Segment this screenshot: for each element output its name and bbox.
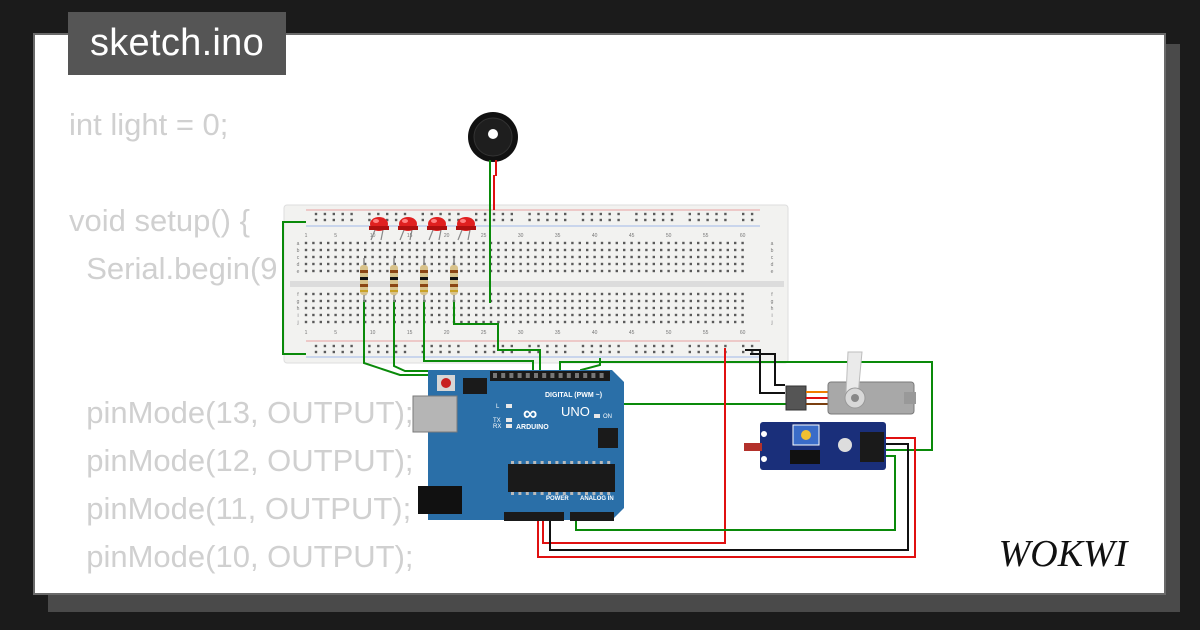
- led-tx-label: TX: [493, 418, 501, 424]
- wires: [282, 175, 933, 558]
- red-led[interactable]: [456, 217, 476, 241]
- row-letter: a: [297, 241, 300, 247]
- row-letter: g: [771, 299, 774, 305]
- column-number: 60: [740, 233, 746, 239]
- row-letter: i: [297, 313, 298, 319]
- buzzer[interactable]: [468, 112, 518, 176]
- board-brand-label: ARDUINO: [516, 424, 549, 431]
- column-number: 15: [407, 233, 413, 239]
- row-letter: b: [771, 248, 774, 254]
- led-l-label: L: [496, 404, 500, 410]
- chip-pins: [511, 461, 611, 495]
- breadboard-column-numbers: 1155101015152020252530303535404045455050…: [305, 233, 746, 336]
- column-number: 35: [555, 330, 561, 336]
- infinity-logo-icon: ∞: [523, 403, 537, 425]
- column-number: 20: [444, 233, 450, 239]
- resistor[interactable]: [450, 258, 458, 302]
- column-number: 15: [407, 330, 413, 336]
- code-line: pinMode(11, OUTPUT);: [69, 491, 412, 526]
- digital-header-label: DIGITAL (PWM ~): [545, 392, 602, 399]
- arduino-uno-board[interactable]: DIGITAL (PWM ~) ∞ UNO ARDUINO L TX RX ON…: [412, 370, 624, 521]
- breadboard[interactable]: 1155101015152020252530303535404045455050…: [283, 204, 789, 364]
- column-number: 1: [305, 330, 308, 336]
- column-number: 40: [592, 330, 598, 336]
- column-number: 30: [518, 233, 524, 239]
- resistor-array: [360, 258, 458, 302]
- row-letter: f: [297, 292, 299, 298]
- row-letter: i: [771, 313, 772, 319]
- code-line: pinMode(13, OUTPUT);: [69, 395, 414, 430]
- column-number: 25: [481, 233, 487, 239]
- red-led[interactable]: [427, 217, 447, 241]
- wokwi-logo: WOKWI: [999, 533, 1130, 575]
- row-letter: h: [771, 306, 774, 312]
- row-letter: c: [297, 255, 300, 261]
- column-number: 10: [370, 330, 376, 336]
- row-letter: e: [297, 269, 300, 275]
- analog-header-label: ANALOG IN: [580, 496, 614, 502]
- column-number: 25: [481, 330, 487, 336]
- code-line: Serial.begin(9: [69, 251, 278, 286]
- file-tab[interactable]: sketch.ino: [68, 12, 286, 75]
- column-number: 20: [444, 330, 450, 336]
- row-letter: j: [770, 320, 772, 326]
- column-number: 5: [334, 330, 337, 336]
- power-header-label: POWER: [546, 496, 569, 502]
- column-number: 5: [334, 233, 337, 239]
- column-number: 45: [629, 330, 635, 336]
- digital-header-pins: [493, 373, 604, 378]
- row-letter: e: [771, 269, 774, 275]
- row-letter: d: [297, 262, 300, 268]
- light-sensor-module[interactable]: [744, 422, 886, 470]
- led-on-label: ON: [603, 414, 612, 420]
- wokwi-logo-text: WOKWI: [999, 533, 1130, 575]
- column-number: 40: [592, 233, 598, 239]
- code-line: pinMode(12, OUTPUT);: [69, 443, 414, 478]
- board-model-label: UNO: [561, 404, 590, 419]
- led-rx-label: RX: [493, 424, 501, 430]
- row-letter: c: [771, 255, 774, 261]
- row-letter: f: [771, 292, 773, 298]
- resistor[interactable]: [360, 258, 368, 302]
- column-number: 1: [305, 233, 308, 239]
- breadboard-holes: [304, 212, 754, 354]
- column-number: 35: [555, 233, 561, 239]
- row-letter: h: [297, 306, 300, 312]
- row-letter: j: [296, 320, 298, 326]
- resistor[interactable]: [420, 258, 428, 302]
- code-line: void setup() {: [69, 203, 250, 238]
- column-number: 50: [666, 233, 672, 239]
- column-number: 30: [518, 330, 524, 336]
- led-array: [369, 217, 476, 241]
- red-led[interactable]: [369, 217, 389, 241]
- column-number: 60: [740, 330, 746, 336]
- row-letter: a: [771, 241, 774, 247]
- row-letter: b: [297, 248, 300, 254]
- column-number: 45: [629, 233, 635, 239]
- red-led[interactable]: [398, 217, 418, 241]
- code-line: pinMode(10, OUTPUT);: [69, 539, 414, 574]
- servo-motor[interactable]: [785, 351, 916, 415]
- code-line: int light = 0;: [69, 107, 229, 142]
- row-letter: d: [771, 262, 774, 268]
- column-number: 55: [703, 330, 709, 336]
- column-number: 55: [703, 233, 709, 239]
- resistor[interactable]: [390, 258, 398, 302]
- row-letter: g: [297, 299, 300, 305]
- column-number: 50: [666, 330, 672, 336]
